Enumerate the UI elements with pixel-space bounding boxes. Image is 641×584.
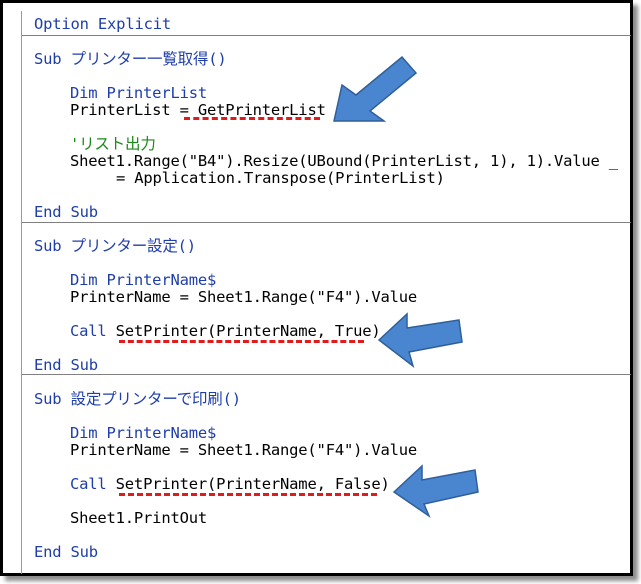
call-keyword: Call <box>70 475 116 493</box>
proc2-call-line: Call SetPrinter(PrinterName, True) <box>70 323 381 340</box>
proc1-end-sub: End Sub <box>34 203 98 221</box>
proc2-dim-line: Dim PrinterName$ <box>70 271 217 289</box>
callout-arrow-icon <box>392 464 479 519</box>
underline-get-printer-list <box>184 117 320 120</box>
procedure-separator <box>22 222 631 223</box>
proc3-call-line: Call SetPrinter(PrinterName, False) <box>70 476 390 493</box>
proc1-dim-line: Dim PrinterList <box>70 84 207 102</box>
callout-arrow-icon <box>333 55 418 122</box>
proc3-end-sub: End Sub <box>34 543 98 561</box>
proc1-range-line: Sheet1.Range("B4").Resize(UBound(Printer… <box>70 152 618 170</box>
option-explicit-line: Option Explicit <box>34 15 171 33</box>
callout-arrow-icon <box>377 312 463 368</box>
proc2-header: Sub プリンター設定() <box>34 237 196 255</box>
proc3-dim-line: Dim PrinterName$ <box>70 424 217 442</box>
proc1-assign-lhs: PrinterList = <box>70 101 198 119</box>
set-printer-false-call: SetPrinter(PrinterName, False) <box>115 475 390 493</box>
proc3-printout-line: Sheet1.PrintOut <box>70 509 207 527</box>
proc3-assign-line: PrinterName = Sheet1.Range("F4").Value <box>70 441 418 459</box>
set-printer-true-call: SetPrinter(PrinterName, True) <box>115 322 381 340</box>
underline-set-printer-true <box>119 340 364 343</box>
proc1-comment: 'リスト出力 <box>70 135 156 153</box>
procedure-separator <box>22 35 631 36</box>
proc3-header: Sub 設定プリンターで印刷() <box>34 390 241 408</box>
proc2-end-sub: End Sub <box>34 356 98 374</box>
call-keyword: Call <box>70 322 116 340</box>
procedure-separator <box>22 374 631 375</box>
screenshot-frame: Option Explicit Sub プリンター一覧取得() Dim Prin… <box>0 0 633 576</box>
proc2-assign-line: PrinterName = Sheet1.Range("F4").Value <box>70 288 418 306</box>
code-editor[interactable]: Option Explicit Sub プリンター一覧取得() Dim Prin… <box>21 11 631 574</box>
get-printer-list-call: GetPrinterList <box>197 101 326 119</box>
underline-set-printer-false <box>119 493 377 496</box>
proc1-assign-line: PrinterList = GetPrinterList <box>70 102 326 119</box>
proc1-transpose-line: = Application.Transpose(PrinterList) <box>116 169 445 187</box>
proc1-header: Sub プリンター一覧取得() <box>34 50 227 68</box>
